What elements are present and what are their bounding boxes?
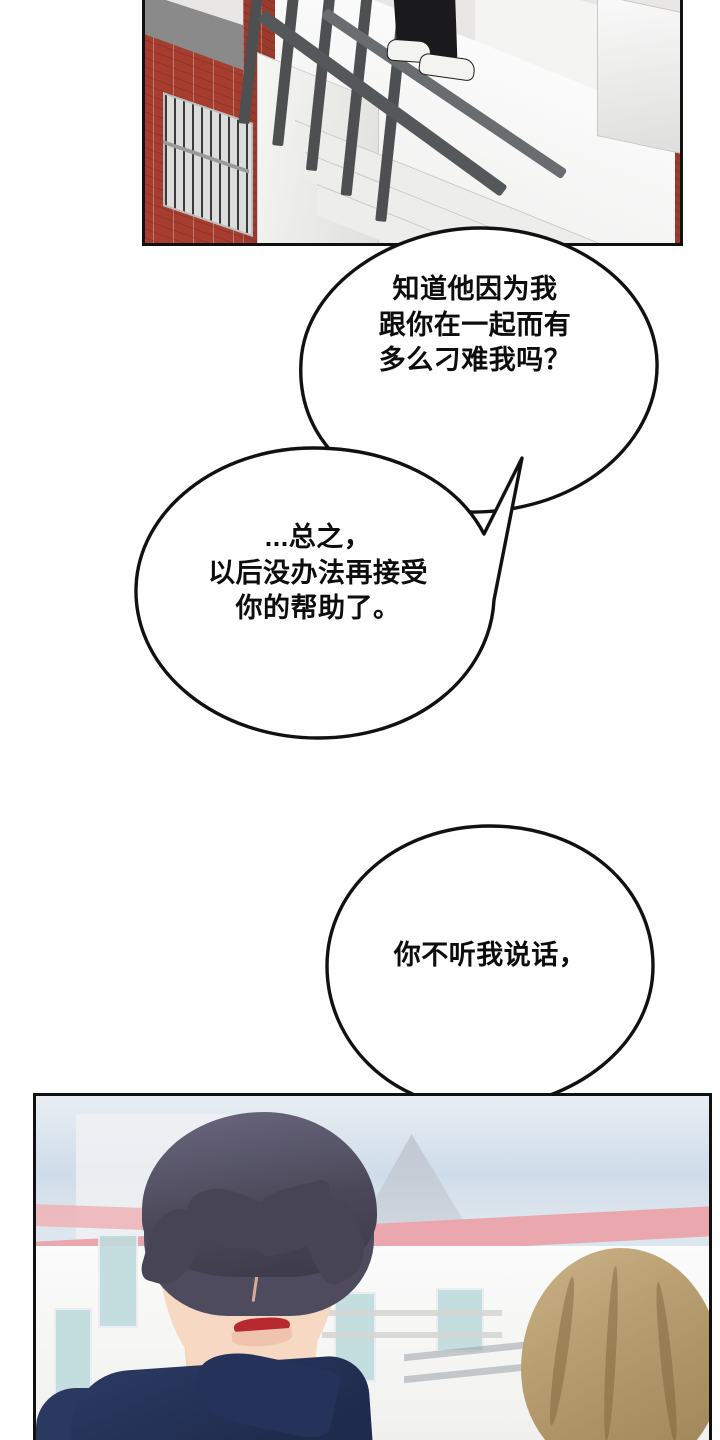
- speech-bubble-middle-text: ...总之， 以后没办法再接受 你的帮助了。: [208, 522, 428, 624]
- girl-hair: [521, 1248, 709, 1440]
- white-wall-block: [597, 0, 680, 162]
- speech-bubble-bottom: [325, 824, 655, 1138]
- panel-staircase: [142, 0, 683, 246]
- window: [436, 1288, 484, 1352]
- balcony-rail: [322, 1332, 502, 1338]
- window: [98, 1234, 138, 1328]
- window: [54, 1308, 92, 1398]
- speech-bubble-top-text: 知道他因为我 跟你在一起而有 多么刁难我吗？: [378, 274, 572, 376]
- balcony-rail: [322, 1310, 502, 1316]
- speech-bubble-bottom-text: 你不听我说话，: [393, 940, 587, 970]
- panel-two-characters: [33, 1093, 712, 1440]
